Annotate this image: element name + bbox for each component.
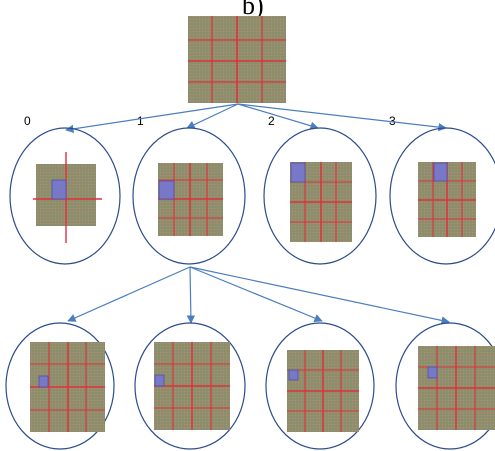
branch-label-0: 0 <box>24 114 31 128</box>
highlight-cell <box>38 375 49 388</box>
highlight-cell <box>288 369 299 381</box>
highlight-cell <box>158 180 175 200</box>
arrow-child-1-to-grandchild-0 <box>67 266 191 322</box>
highlight-cell <box>154 374 165 387</box>
root-arrows <box>65 103 447 134</box>
arrow-root-to-child-1 <box>186 103 239 129</box>
child-0 <box>9 127 121 265</box>
arrow-child-1-to-grandchild-1 <box>186 266 196 324</box>
branch-label-3: 3 <box>389 114 396 128</box>
grandchild-2 <box>265 322 375 450</box>
highlight-cell <box>433 162 448 182</box>
arrow-root-to-child-3 <box>237 103 447 132</box>
child-2 <box>263 127 377 265</box>
branch-label-1: 1 <box>137 114 144 128</box>
arrow-child-1-to-grandchild-3 <box>189 266 450 325</box>
child-arrows <box>67 266 450 325</box>
grandchild-3 <box>395 322 495 450</box>
child-1 <box>132 127 246 265</box>
highlight-cell <box>290 162 306 183</box>
arrow-child-1-to-grandchild-2 <box>189 266 323 323</box>
caption: b) <box>242 0 264 20</box>
highlight-cell <box>51 179 67 200</box>
arrow-root-to-child-0 <box>65 103 239 134</box>
root-grid <box>188 16 286 103</box>
highlight-cell <box>427 366 438 379</box>
grandchild-0 <box>5 322 115 450</box>
arrow-root-to-child-2 <box>237 103 319 130</box>
child-3 <box>389 127 495 265</box>
grandchild-1 <box>134 322 246 450</box>
branch-label-2: 2 <box>268 114 275 128</box>
